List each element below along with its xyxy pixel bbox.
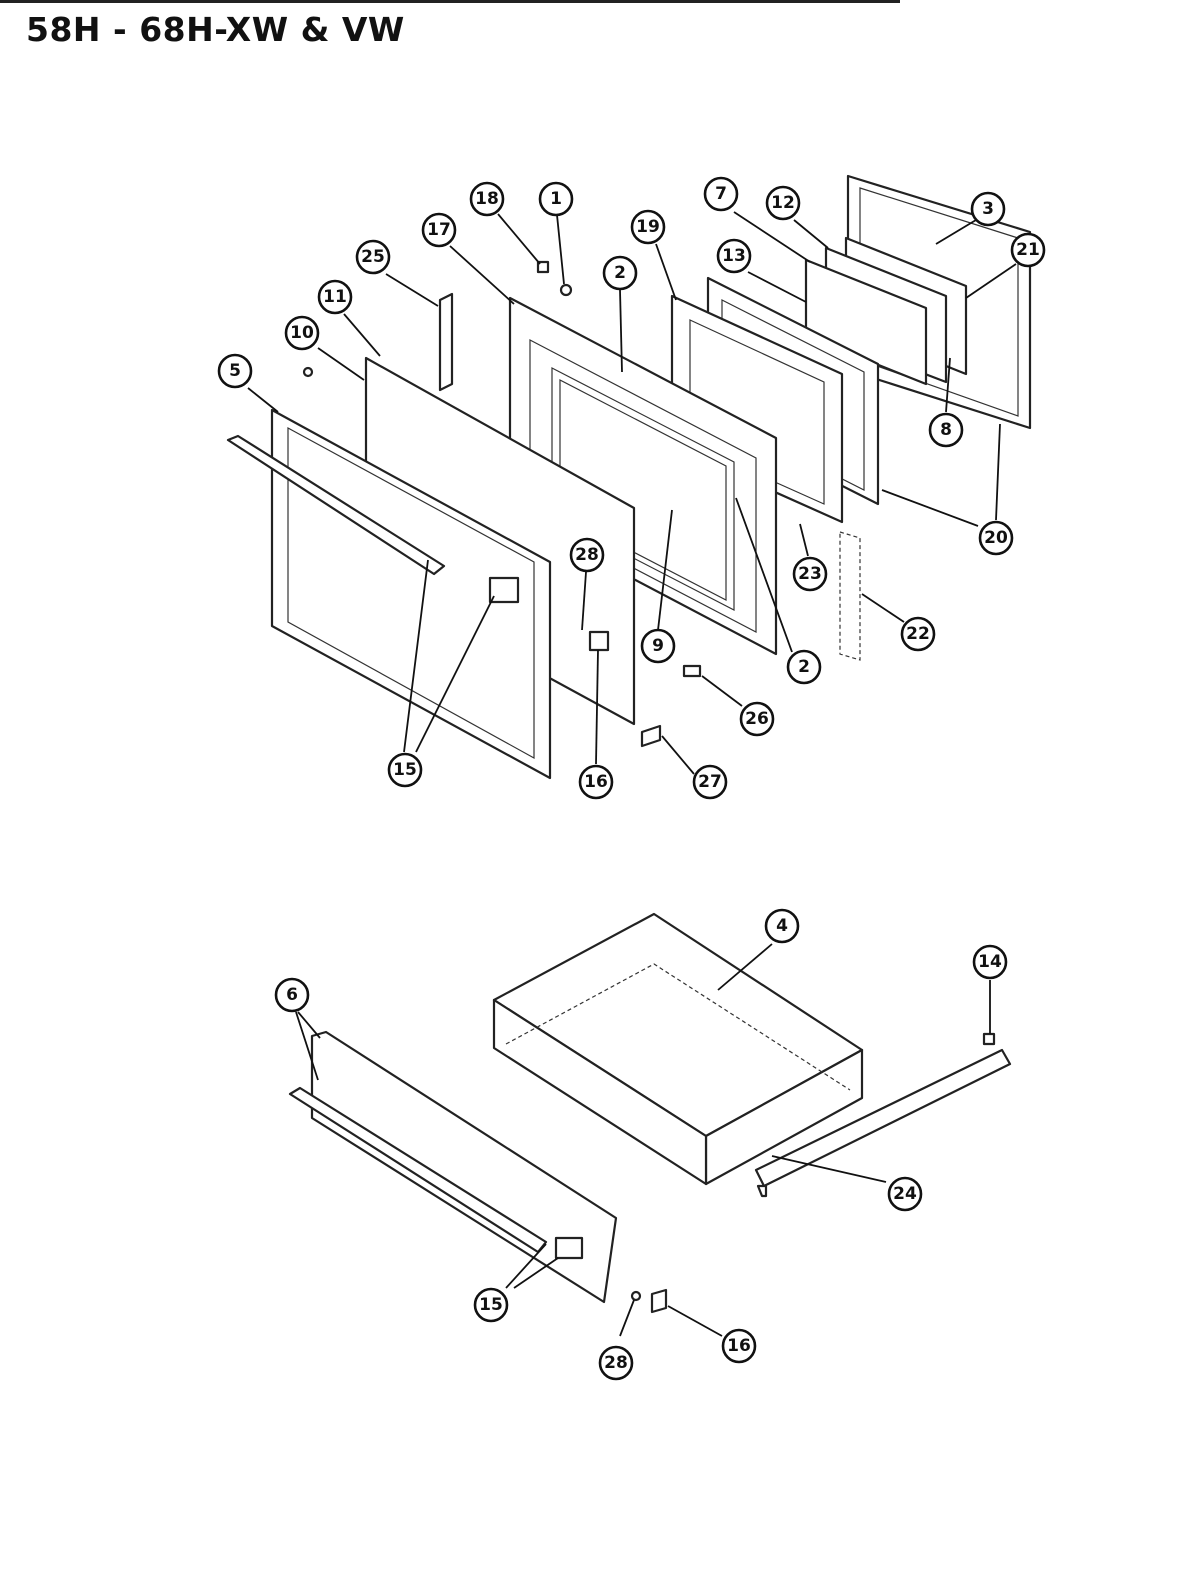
label-plate: [588, 630, 610, 652]
screw-18: [536, 260, 550, 274]
hinge-pin: [682, 664, 702, 678]
svg-text:19: 19: [636, 217, 660, 237]
svg-text:15: 15: [479, 1295, 503, 1315]
callout-13: 13: [716, 238, 752, 274]
svg-text:7: 7: [715, 184, 727, 204]
svg-text:15: 15: [393, 760, 417, 780]
glass-pack-front: [804, 258, 928, 386]
svg-text:1: 1: [550, 189, 562, 209]
callout-25: 25: [355, 239, 391, 275]
callout-3: 3: [970, 191, 1006, 227]
svg-text:4: 4: [776, 916, 788, 936]
screw-upper-left: [302, 366, 314, 378]
page-title: 58H - 68H-XW & VW: [26, 10, 405, 49]
svg-text:8: 8: [940, 420, 952, 440]
svg-text:3: 3: [982, 199, 994, 219]
callout-11: 11: [317, 279, 353, 315]
svg-text:2: 2: [798, 657, 810, 677]
callout-2-lower: 2: [786, 649, 822, 685]
callout-6: 6: [274, 977, 310, 1013]
drawer-handle: [288, 1086, 548, 1254]
svg-text:11: 11: [323, 287, 347, 307]
callout-16-upper: 16: [578, 764, 614, 800]
callout-17: 17: [421, 212, 457, 248]
handle-bracket: [488, 576, 520, 604]
svg-text:17: 17: [427, 220, 451, 240]
svg-text:24: 24: [893, 1184, 917, 1204]
drawer-rail: [754, 1048, 1012, 1188]
callout-10: 10: [284, 315, 320, 351]
callout-20: 20: [978, 520, 1014, 556]
svg-text:16: 16: [584, 772, 608, 792]
leader-lines: [247, 211, 1017, 1337]
svg-text:18: 18: [475, 189, 499, 209]
svg-text:27: 27: [698, 772, 722, 792]
svg-text:16: 16: [727, 1336, 751, 1356]
drawer-handle-bracket: [554, 1236, 584, 1260]
svg-text:9: 9: [652, 636, 664, 656]
callout-2-upper: 2: [602, 255, 638, 291]
callout-8: 8: [928, 412, 964, 448]
svg-text:2: 2: [614, 263, 626, 283]
callout-18: 18: [469, 181, 505, 217]
callout-15-lower: 15: [473, 1287, 509, 1323]
svg-text:10: 10: [290, 323, 314, 343]
svg-text:21: 21: [1016, 240, 1040, 260]
svg-text:12: 12: [771, 193, 795, 213]
svg-text:25: 25: [361, 247, 385, 267]
top-rule: [0, 0, 900, 3]
svg-text:20: 20: [984, 528, 1008, 548]
callout-14: 14: [972, 944, 1008, 980]
callout-28-upper: 28: [569, 537, 605, 573]
svg-text:22: 22: [906, 624, 930, 644]
hinge-clip: [640, 724, 662, 748]
svg-text:28: 28: [575, 545, 599, 565]
svg-text:28: 28: [604, 1353, 628, 1373]
label-plate-lower: [650, 1288, 668, 1314]
svg-text:5: 5: [229, 361, 241, 381]
callout-15-upper: 15: [387, 752, 423, 788]
callout-28-lower: 28: [598, 1345, 634, 1381]
rail-clip: [982, 1032, 996, 1046]
callout-12: 12: [765, 185, 801, 221]
callout-4: 4: [764, 908, 800, 944]
callout-19: 19: [630, 209, 666, 245]
callout-26: 26: [739, 701, 775, 737]
svg-text:13: 13: [722, 246, 746, 266]
svg-text:6: 6: [286, 985, 298, 1005]
svg-text:23: 23: [798, 564, 822, 584]
callout-27: 27: [692, 764, 728, 800]
callout-7: 7: [703, 176, 739, 212]
insulation-strip: [438, 292, 454, 392]
svg-text:26: 26: [745, 709, 769, 729]
callout-5: 5: [217, 353, 253, 389]
door-handle: [226, 434, 446, 576]
screw-1: [559, 283, 573, 297]
callout-24: 24: [887, 1176, 923, 1212]
callout-22: 22: [900, 616, 936, 652]
callout-23: 23: [792, 556, 828, 592]
callout-16-lower: 16: [721, 1328, 757, 1364]
callout-9: 9: [640, 628, 676, 664]
callout-1: 1: [538, 181, 574, 217]
callout-21: 21: [1010, 232, 1046, 268]
screw-lower: [630, 1290, 642, 1302]
hinge-bracket: [839, 531, 861, 661]
svg-text:14: 14: [978, 952, 1002, 972]
